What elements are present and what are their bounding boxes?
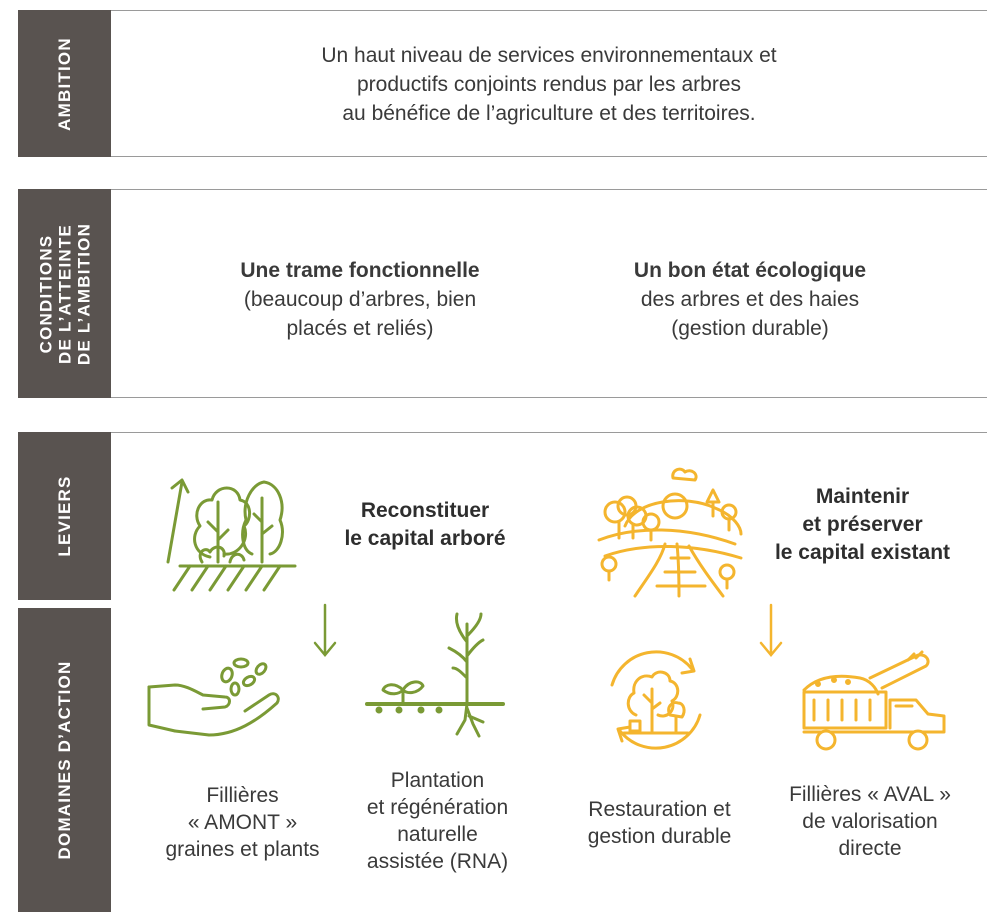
seedling-icon — [365, 612, 505, 738]
domaine-plantation: Plantation et régénération naturelle ass… — [366, 769, 509, 873]
arrow-down-icon — [313, 603, 337, 657]
conditions-side-label: CONDITIONS DE L’ATTEINTE DE L’AMBITION — [18, 189, 111, 398]
leviers-side-label: LEVIERS — [18, 432, 111, 600]
ambition-top-rule — [111, 10, 987, 11]
condition-trame-title: Une trame fonctionnelle — [240, 259, 480, 282]
conditions-top-rule — [111, 189, 987, 190]
ambition-side-label: AMBITION — [18, 10, 111, 157]
domaine-aval: Fillières « AVAL » de valorisation direc… — [789, 783, 951, 860]
domaine-amont: Fillières « AMONT » graines et plants — [165, 784, 320, 861]
ambition-text: Un haut niveau de services environnement… — [321, 44, 777, 125]
landscape-icon — [597, 467, 743, 598]
arrow-down-icon — [759, 603, 783, 657]
trees-growth-icon — [166, 478, 297, 592]
conditions-bottom-rule — [111, 397, 987, 398]
domaines-label: DOMAINES D’ACTION — [54, 660, 74, 860]
leviers-top-rule — [111, 432, 987, 433]
condition-trame: Une trame fonctionnelle (beaucoup d’arbr… — [190, 256, 530, 343]
cycle-trees-icon — [610, 650, 702, 750]
condition-etat: Un bon état écologique des arbres et des… — [580, 256, 920, 343]
conditions-label: CONDITIONS DE L’ATTEINTE DE L’AMBITION — [36, 222, 93, 365]
domaine-restauration: Restauration et gestion durable — [587, 798, 732, 848]
truck-chipper-icon — [802, 650, 946, 751]
levier-maintenir: Maintenir et préserver le capital exista… — [774, 485, 951, 564]
domaines-side-label: DOMAINES D’ACTION — [18, 608, 111, 912]
condition-etat-title: Un bon état écologique — [633, 259, 867, 282]
ambition-label: AMBITION — [54, 36, 74, 131]
ambition-bottom-rule — [111, 156, 987, 157]
leviers-label: LEVIERS — [54, 475, 74, 557]
levier-reconstituer: Reconstituer le capital arboré — [344, 499, 506, 550]
hand-seeds-icon — [147, 657, 280, 737]
